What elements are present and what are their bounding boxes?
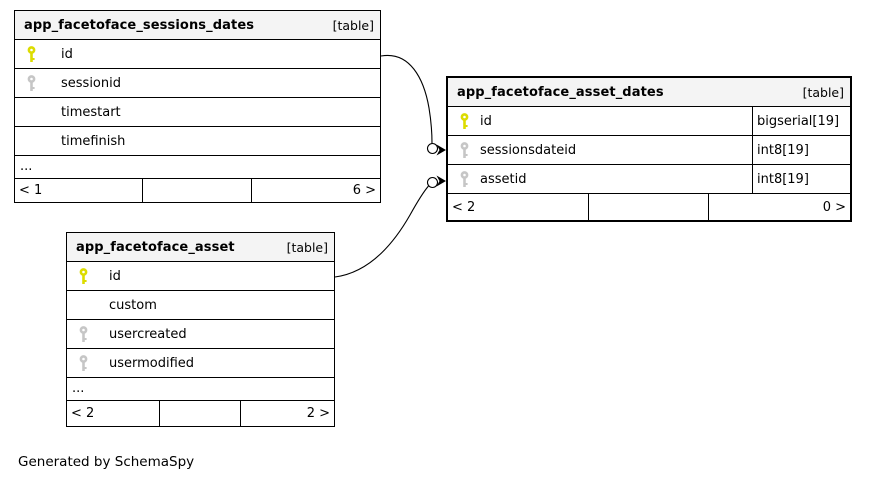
child-count: 0 >	[822, 199, 846, 215]
parent-count: < 2	[67, 401, 161, 426]
generated-by-credit: Generated by SchemaSpy	[18, 454, 195, 470]
key-cell	[75, 267, 109, 285]
column-row-id: id	[67, 262, 334, 291]
key-cell	[23, 74, 61, 92]
column-row-sessionid: sessionid	[15, 69, 380, 98]
key-cell	[23, 45, 61, 63]
column-row-custom: custom	[67, 291, 334, 320]
column-name: id	[109, 268, 121, 284]
child-count: 6 >	[352, 183, 376, 198]
relationship-arrowhead	[436, 175, 446, 187]
primary-key-icon	[26, 45, 37, 63]
table-title: app_facetoface_asset_dates	[457, 84, 664, 100]
foreign-key-icon	[78, 354, 89, 372]
column-type: int8[19]	[752, 136, 850, 164]
table-title: app_facetoface_sessions_dates	[24, 17, 255, 33]
foreign-key-icon	[459, 170, 470, 188]
column-row-usercreated: usercreated	[67, 320, 334, 349]
table-node-app-facetoface-asset[interactable]: app_facetoface_asset [table] id custom u…	[66, 232, 335, 427]
column-name: id	[480, 113, 492, 129]
column-name: custom	[109, 297, 157, 313]
relationship-line-sessionsdates-to-assetdates	[380, 54, 433, 144]
key-cell	[75, 325, 109, 343]
column-name-cell: id	[456, 107, 752, 135]
relationship-arrowhead	[436, 144, 446, 156]
relationship-endpoint-circle	[426, 142, 439, 155]
column-name: timefinish	[61, 133, 126, 149]
column-name: sessionsdateid	[480, 142, 577, 158]
relation-count-bar: < 2 2 >	[67, 401, 334, 426]
foreign-key-icon	[459, 141, 470, 159]
column-name: id	[61, 46, 73, 62]
primary-key-icon	[459, 112, 470, 130]
column-row-timefinish: timefinish	[15, 127, 380, 156]
parent-count: < 2	[448, 194, 589, 220]
column-row-id: id	[15, 40, 380, 69]
table-node-app-facetoface-sessions-dates[interactable]: app_facetoface_sessions_dates [table] id…	[14, 10, 381, 203]
truncated-columns-indicator: ...	[15, 156, 380, 179]
pager-spacer	[589, 194, 710, 220]
table-node-app-facetoface-asset-dates[interactable]: app_facetoface_asset_dates [table] id bi…	[446, 76, 852, 222]
column-name: assetid	[480, 171, 527, 187]
child-count: 2 >	[306, 406, 330, 421]
table-type-badge: [table]	[802, 84, 844, 100]
pager-spacer	[160, 401, 241, 426]
truncated-columns-indicator: ...	[67, 378, 334, 401]
key-cell	[456, 170, 480, 188]
column-name: timestart	[61, 104, 121, 120]
column-row-usermodified: usermodified	[67, 349, 334, 378]
column-name: usercreated	[109, 326, 187, 342]
key-cell	[75, 354, 109, 372]
column-row-assetid: assetid int8[19]	[448, 165, 850, 194]
table-type-badge: [table]	[286, 239, 328, 255]
table-header[interactable]: app_facetoface_asset_dates [table]	[448, 78, 850, 107]
column-type: int8[19]	[752, 165, 850, 193]
column-name-cell: assetid	[456, 165, 752, 193]
foreign-key-icon	[78, 325, 89, 343]
relationship-endpoint-circle	[426, 176, 439, 189]
column-row-sessionsdateid: sessionsdateid int8[19]	[448, 136, 850, 165]
relation-count-bar: < 1 6 >	[15, 179, 380, 202]
column-name: sessionid	[61, 75, 121, 91]
column-name-cell: sessionsdateid	[456, 136, 752, 164]
column-row-id: id bigserial[19]	[448, 107, 850, 136]
key-cell	[456, 112, 480, 130]
table-header[interactable]: app_facetoface_asset [table]	[67, 233, 334, 262]
primary-key-icon	[78, 267, 89, 285]
column-row-timestart: timestart	[15, 98, 380, 127]
column-type: bigserial[19]	[752, 107, 850, 135]
column-name: usermodified	[109, 355, 195, 371]
parent-count: < 1	[15, 179, 143, 202]
table-header[interactable]: app_facetoface_sessions_dates [table]	[15, 11, 380, 40]
table-type-badge: [table]	[332, 17, 374, 33]
relation-count-bar: < 2 0 >	[448, 194, 850, 220]
pager-spacer	[143, 179, 253, 202]
table-title: app_facetoface_asset	[76, 239, 235, 255]
key-cell	[456, 141, 480, 159]
foreign-key-icon	[26, 74, 37, 92]
